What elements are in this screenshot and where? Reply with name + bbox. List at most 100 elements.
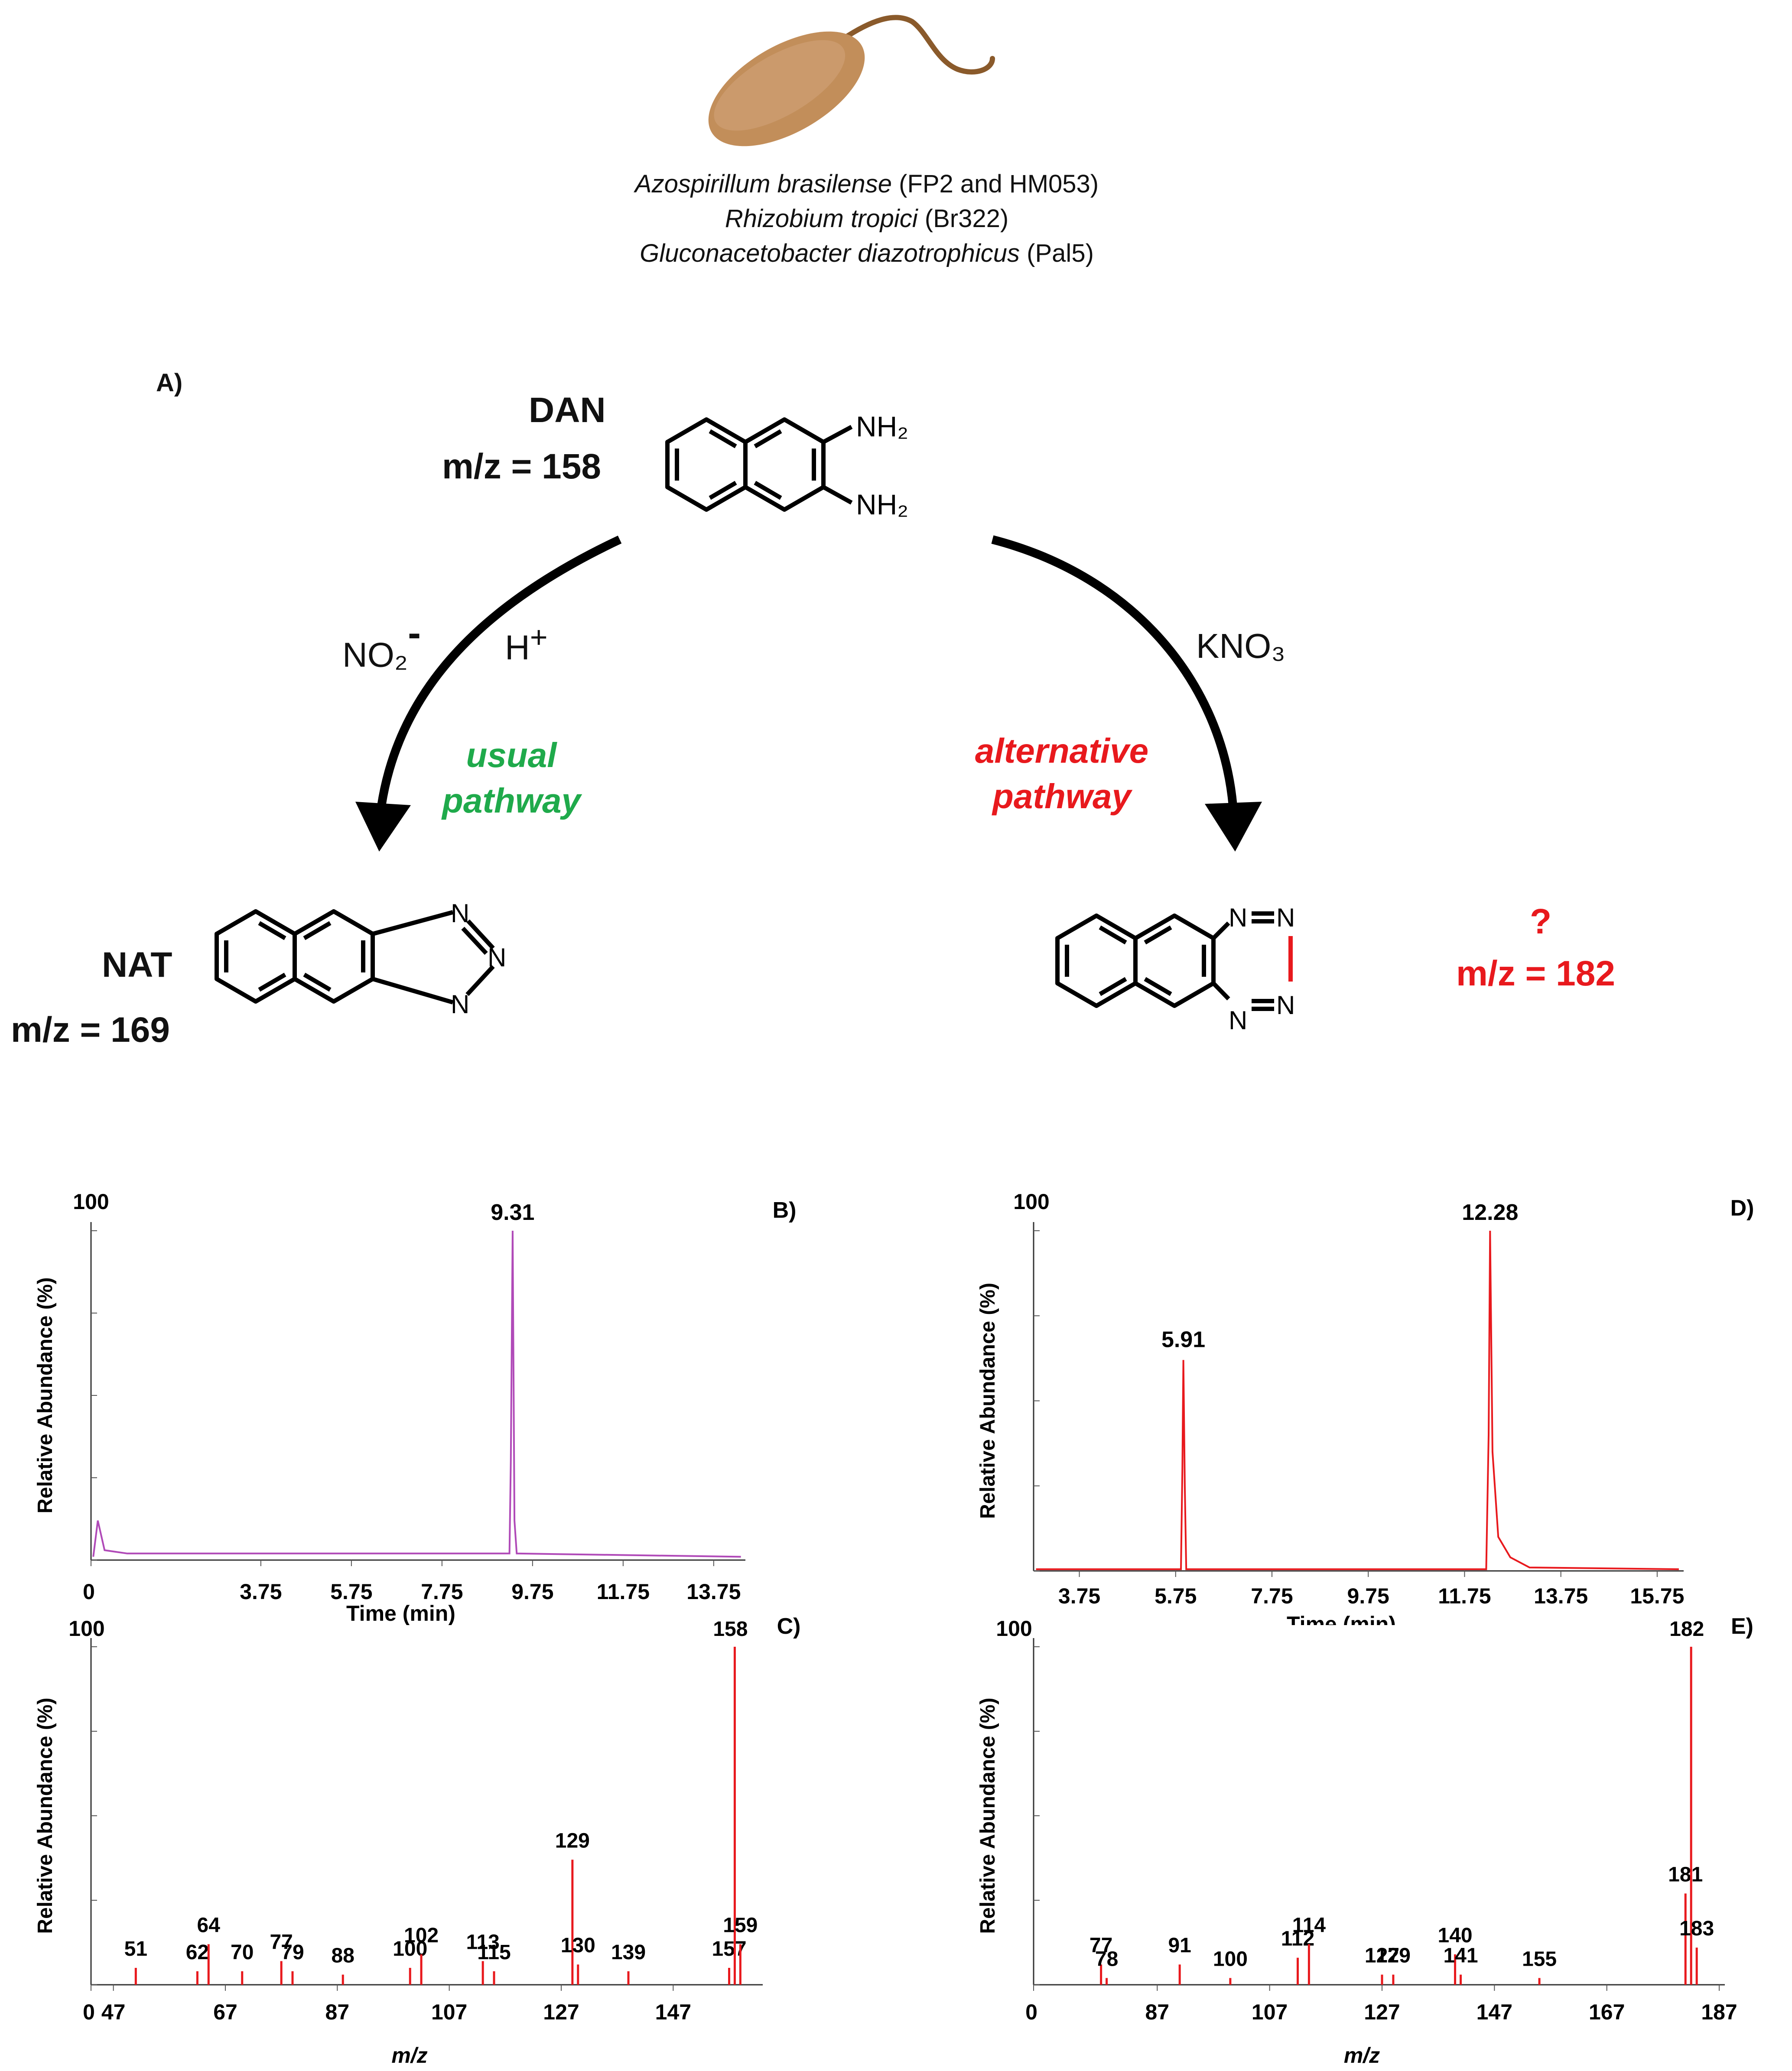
unknown-question-mark: ? (1530, 902, 1552, 941)
peak-label: 183 (1679, 1917, 1714, 1940)
peak-label: 88 (332, 1944, 354, 1967)
x-tick-label: 3.75 (240, 1580, 282, 1604)
nat-atom-n3: N (451, 990, 469, 1019)
x-tick-label: 0 (1025, 2000, 1037, 2024)
x-tick-label: 87 (325, 2000, 350, 2024)
bacterium-illustration (708, 15, 995, 146)
x-axis-title: Time (min) (1287, 1612, 1396, 1625)
peak-label: 64 (197, 1914, 221, 1937)
x-tick-label: 167 (1589, 2000, 1625, 2024)
peak-label: 139 (611, 1941, 646, 1964)
chromatogram-trace (1036, 1230, 1679, 1570)
organism-line: Gluconacetobacter diazotrophicus (Pal5) (640, 239, 1094, 267)
dan-structure: NH₂ NH₂ (665, 410, 908, 520)
x-tick-label: 127 (1364, 2000, 1400, 2024)
x-tick-label: 127 (543, 2000, 579, 2024)
peak-label: 62 (186, 1941, 209, 1964)
peak-label: 12.28 (1462, 1200, 1518, 1225)
peak-label: 182 (1669, 1618, 1704, 1641)
peak-label: 130 (561, 1934, 595, 1957)
x-tick-label: 11.75 (597, 1580, 650, 1604)
panel-label: C) (777, 1614, 801, 1639)
x-tick-label: 13.75 (686, 1580, 741, 1604)
x-tick-label: 3.75 (1058, 1584, 1100, 1608)
peak-label: 91 (1168, 1934, 1191, 1957)
x-tick-label: 47 (101, 2000, 126, 2024)
peak-label: 127 (1365, 1944, 1399, 1967)
x-axis-title: Time (min) (346, 1601, 455, 1625)
peak-label: 140 (1438, 1924, 1473, 1947)
y-max-label: 100 (996, 1616, 1032, 1641)
y-max-label: 100 (68, 1616, 104, 1641)
x-tick-label: 7.75 (421, 1580, 463, 1604)
panel-label: B) (773, 1198, 797, 1223)
x-axis-title: m/z (1344, 2043, 1380, 2068)
chromatogram-trace (92, 1230, 741, 1558)
peak-label: 77 (1090, 1934, 1112, 1957)
peak-label: 114 (1292, 1914, 1326, 1937)
nat-atom-n2: N (488, 943, 506, 972)
organism-list: Azospirillum brasilense (FP2 and HM053) … (433, 167, 1300, 271)
peak-label: 115 (477, 1941, 511, 1964)
y-axis-title: Relative Abundance (%) (34, 1698, 57, 1934)
peak-label: 129 (555, 1829, 590, 1852)
usual-arrowhead (355, 802, 411, 852)
x-tick-label: 87 (1145, 2000, 1169, 2024)
tetrazine-atom-n3: N (1276, 991, 1295, 1020)
tetrazine-atom-n2: N (1276, 903, 1295, 932)
usual-pathway-label: usual pathway (442, 736, 581, 820)
y-axis-title: Relative Abundance (%) (976, 1698, 999, 1934)
alternative-arrowhead (1205, 802, 1262, 852)
peak-label: 78 (1095, 1947, 1118, 1970)
y-axis-title: Relative Abundance (%) (34, 1278, 57, 1514)
organism-line: Rhizobium tropici (Br322) (725, 205, 1009, 233)
x-tick-label: 147 (1477, 2000, 1512, 2024)
nat-structure: N N N (215, 899, 506, 1019)
y-max-label: 100 (1013, 1190, 1049, 1214)
panel-label: E) (1731, 1614, 1753, 1639)
x-tick-label: 7.75 (1251, 1584, 1293, 1608)
tetrazine-atom-n1: N (1229, 903, 1247, 932)
panel-label-a: A) (156, 369, 183, 397)
dan-name: DAN (529, 390, 606, 430)
tetrazine-atom-n4: N (1229, 1006, 1247, 1035)
acid-reagent: H+ (505, 620, 548, 667)
nat-name: NAT (102, 945, 172, 985)
peak-label: 141 (1443, 1944, 1478, 1967)
peak-label: 51 (124, 1938, 147, 1960)
peak-label: 113 (466, 1931, 499, 1954)
x-tick-label: 11.75 (1438, 1584, 1491, 1608)
peak-label: 158 (713, 1618, 748, 1641)
x-tick-label: 9.75 (511, 1580, 553, 1604)
x-tick-label: 107 (1252, 2000, 1288, 2024)
peak-label: 155 (1522, 1947, 1557, 1970)
nitrite-reagent: NO₂- (342, 611, 421, 674)
x-tick-label: 0 (83, 1580, 95, 1604)
nat-atom-n1: N (451, 899, 469, 928)
x-tick-label: 5.75 (330, 1580, 372, 1604)
dan-mz: m/z = 158 (442, 447, 601, 486)
x-tick-label: 9.75 (1347, 1584, 1389, 1608)
amine-label-top: NH₂ (856, 410, 908, 442)
x-tick-label: 107 (431, 2000, 467, 2024)
peak-label: 79 (281, 1941, 304, 1964)
unknown-mz: m/z = 182 (1456, 954, 1615, 993)
peak-label: 5.91 (1161, 1327, 1205, 1352)
x-tick-label: 147 (655, 2000, 691, 2024)
x-tick-label: 0 (83, 2000, 95, 2024)
alternative-arrow (991, 535, 1237, 806)
reaction-arrows (355, 535, 1262, 852)
amine-label-bottom: NH₂ (856, 488, 908, 520)
peak-label: 100 (1213, 1947, 1248, 1970)
x-tick-label: 5.75 (1155, 1584, 1197, 1608)
x-tick-label: 67 (213, 2000, 237, 2024)
y-max-label: 100 (73, 1190, 109, 1214)
peak-label: 129 (1376, 1944, 1411, 1967)
alternative-pathway-label: alternative pathway (975, 732, 1149, 816)
nitrate-reagent: KNO₃ (1196, 627, 1285, 665)
peak-label: 159 (723, 1914, 758, 1937)
